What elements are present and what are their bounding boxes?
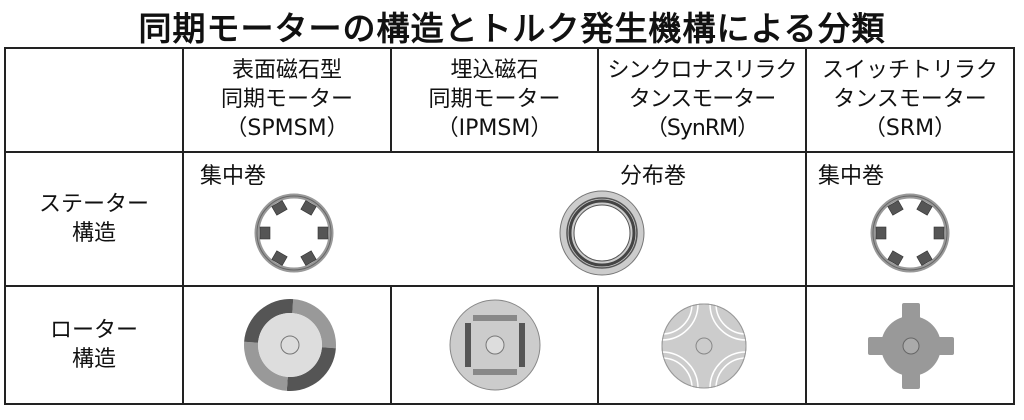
header-line: スイッチトリラク [821, 58, 998, 83]
col-divider [597, 47, 599, 153]
stator-concentrated-diagram [254, 193, 334, 273]
table-border-bottom [4, 403, 1015, 405]
col-divider [182, 47, 184, 405]
col-divider [390, 47, 392, 153]
figure-title: 同期モーターの構造とトルク発生機構による分類 [138, 9, 886, 48]
row-label-line: ステーター [38, 192, 149, 217]
stator-srm-diagram [870, 193, 950, 273]
winding-concentrated-label: 集中巻 [200, 164, 267, 189]
header-line: 埋込磁石 [450, 58, 539, 83]
header-spmsm: 表面磁石型 同期モーター （SPMSM） [184, 56, 390, 143]
header-srm: スイッチトリラク タンスモーター （SRM） [807, 56, 1013, 143]
rotor-spmsm-diagram [244, 299, 336, 391]
header-line: 表面磁石型 [231, 58, 342, 83]
header-line: （IPMSM） [436, 116, 553, 141]
header-synrm: シンクロナスリラク タンスモーター （SynRM） [599, 56, 805, 143]
header-line: （SRM） [863, 116, 957, 141]
col-divider [805, 47, 807, 405]
table-border-left [4, 47, 6, 405]
row-label-line: 構造 [71, 347, 116, 372]
row-divider [4, 285, 1015, 287]
header-line: （SynRM） [645, 116, 759, 141]
rotor-synrm-diagram [660, 302, 748, 390]
header-line: 同期モーター [428, 87, 561, 112]
table-border-top [4, 47, 1015, 49]
header-line: タンスモーター [833, 87, 987, 112]
header-ipmsm: 埋込磁石 同期モーター （IPMSM） [392, 56, 597, 143]
header-line: タンスモーター [628, 87, 777, 112]
col-divider [390, 285, 392, 405]
winding-concentrated-srm-label: 集中巻 [818, 164, 885, 189]
col-divider [597, 285, 599, 405]
row-label-line: ローター [49, 318, 138, 343]
row-label-line: 構造 [71, 221, 116, 246]
header-line: シンクロナスリラク [607, 58, 797, 83]
stator-distributed-diagram [559, 190, 645, 276]
row-divider [4, 151, 1015, 153]
table-border-right [1013, 47, 1015, 405]
row-label-rotor: ローター 構造 [6, 316, 182, 374]
winding-distributed-label: 分布巻 [620, 164, 687, 189]
header-line: 同期モーター [220, 87, 353, 112]
header-line: （SPMSM） [225, 116, 349, 141]
rotor-ipmsm-diagram [449, 299, 541, 391]
rotor-srm-diagram [868, 303, 954, 389]
row-label-stator: ステーター 構造 [6, 190, 182, 248]
